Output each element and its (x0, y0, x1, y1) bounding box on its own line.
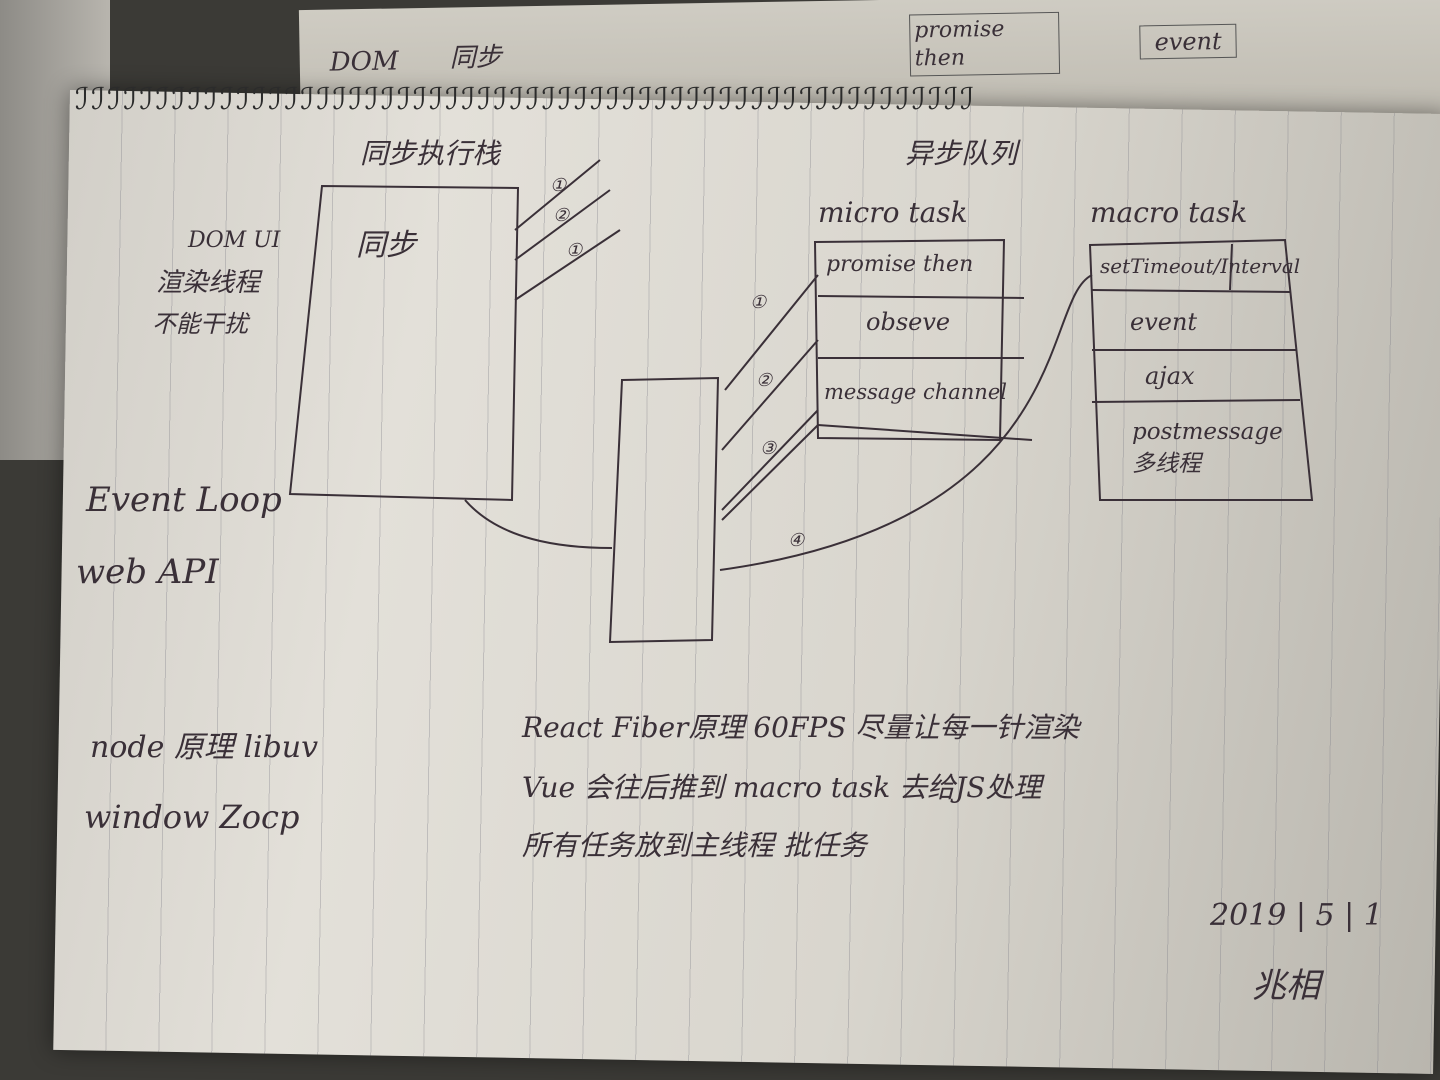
macro-arrow (719, 274, 1093, 571)
dom-note-line-2: 渲染线程 (156, 268, 261, 298)
micro-arrows (721, 274, 819, 521)
sync-box-label: 同步 (356, 228, 416, 263)
macro-row-postmessage: postmessage 多线程 (1132, 419, 1283, 477)
stack-step-2: ② (553, 205, 570, 226)
macro-row-settimeout: setTimeout/Interval (1100, 254, 1301, 278)
signature-name: 兆相 (1252, 966, 1320, 1006)
macro-task-title: macro task (1090, 196, 1248, 229)
arrow-marker-2: ② (756, 370, 773, 391)
sync-stack-title: 同步执行栈 (360, 137, 501, 170)
macro-row-event: event (1130, 308, 1198, 336)
arrow-marker-3: ③ (760, 438, 777, 459)
macro-task-table (1088, 238, 1314, 501)
note-vue: Vue 会往后推到 macro task 去给JS处理 (522, 771, 1042, 804)
micro-task-title: micro task (818, 196, 968, 229)
signature-date: 2019 | 5 | 1 (1210, 898, 1383, 933)
note-react: React Fiber原理 60FPS 尽量让每一针渲染 (522, 711, 1080, 744)
spiral-rings: ℐℐℐℐℐℐℐℐℐℐℐℐℐℐℐℐℐℐℐℐℐℐℐℐℐℐℐℐℐℐℐℐℐℐℐℐℐℐℐℐ… (75, 82, 977, 117)
macro-row-ajax: ajax (1145, 362, 1195, 390)
note-web-api: web API (76, 552, 219, 592)
async-queue-title: 异步队列 (905, 137, 1018, 170)
stack-to-central-arrow (464, 499, 613, 549)
note-window: window Zocp (84, 798, 300, 836)
dom-note-line-3: 不能干扰 (152, 310, 248, 338)
sync-stack-box (288, 184, 520, 502)
arrow-marker-1: ① (750, 292, 767, 313)
micro-row-promise: promise then (826, 252, 974, 277)
micro-row-message-channel: message channel (824, 380, 1007, 404)
micro-task-table (813, 238, 1006, 442)
stack-step-1: ① (550, 175, 567, 196)
central-box (608, 376, 720, 644)
micro-row-observe: obseve (866, 308, 951, 336)
arrow-marker-4: ④ (788, 530, 805, 551)
note-all-tasks: 所有任务放到主线程 批任务 (522, 829, 867, 862)
stack-arrows (514, 159, 621, 301)
note-node: node 原理 libuv (90, 730, 319, 765)
note-event-loop: Event Loop (86, 480, 282, 520)
stack-step-3: ① (566, 240, 583, 261)
dom-note-line-1: DOM UI (188, 228, 281, 253)
